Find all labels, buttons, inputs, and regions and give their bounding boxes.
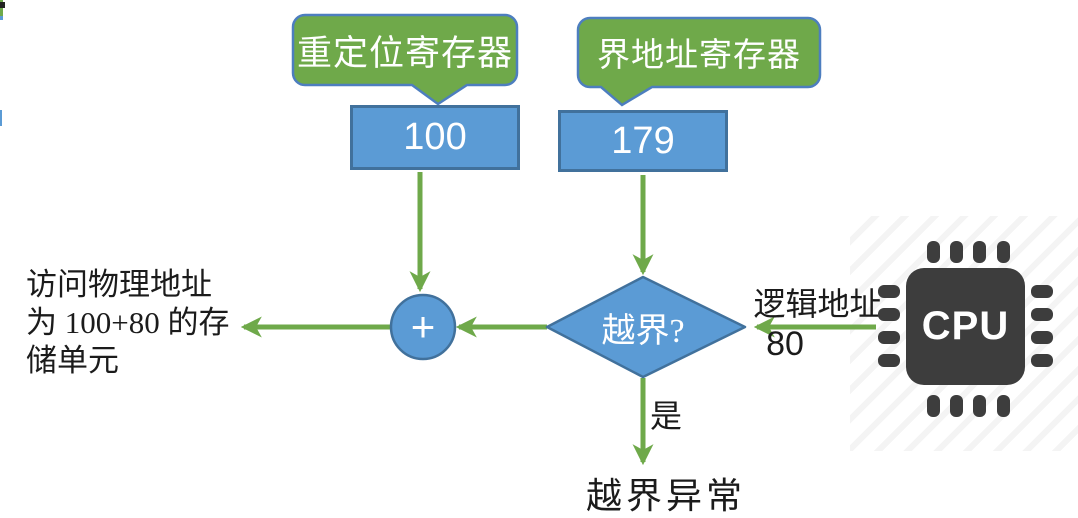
cpu-pin — [1031, 285, 1053, 298]
out-of-bounds-exception-label: 越界异常 — [585, 476, 746, 516]
cpu-chip-icon: CPU — [876, 239, 1054, 419]
callout-limit-register-label: 界地址寄存器 — [597, 38, 801, 74]
cpu-pin — [878, 285, 900, 298]
cpu-pin — [973, 241, 986, 263]
cpu-pin — [950, 241, 963, 263]
logical-address-value: 80 — [766, 324, 804, 363]
cpu-pin — [878, 331, 900, 344]
cpu-label: CPU — [906, 268, 1025, 385]
cpu-pin — [1031, 331, 1053, 344]
callout-relocation-register-label: 重定位寄存器 — [296, 33, 513, 73]
branch-yes-label: 是 — [650, 398, 683, 434]
adder-plus-symbol: + — [410, 303, 436, 350]
result-text-line3: 储单元 — [26, 343, 119, 378]
cpu-pin — [878, 308, 900, 321]
limit-register-value-box: 179 — [558, 110, 728, 172]
cpu-pin — [997, 241, 1010, 263]
cpu-pin — [927, 395, 940, 417]
physical-address-result-text: 访问物理地址 为 100+80 的存 储单元 — [26, 266, 229, 380]
edge-artifact-dark — [0, 2, 5, 8]
adder-circle — [389, 293, 457, 361]
cpu-pin — [1031, 354, 1053, 367]
result-text-line2: 为 100+80 的存 — [26, 305, 230, 340]
logical-address-label: 逻辑地址 — [753, 286, 882, 322]
edge-artifact-green — [0, 0, 3, 16]
cpu-pin — [878, 354, 900, 367]
edge-artifact-blue-top — [0, 16, 3, 20]
callout-bubble-relocation — [291, 13, 519, 106]
relocation-register-value-box: 100 — [350, 105, 520, 170]
cpu-pin — [1031, 308, 1053, 321]
cpu-pin — [973, 395, 986, 417]
callout-bubble-limit — [576, 16, 822, 107]
cpu-pin — [927, 241, 940, 263]
decision-diamond — [545, 275, 747, 379]
decision-out-of-bounds-label: 越界? — [601, 312, 685, 350]
result-text-line1: 访问物理地址 — [26, 267, 212, 302]
cpu-pin — [997, 395, 1010, 417]
cpu-pin — [950, 395, 963, 417]
edge-artifact-blue-mid — [0, 110, 2, 126]
